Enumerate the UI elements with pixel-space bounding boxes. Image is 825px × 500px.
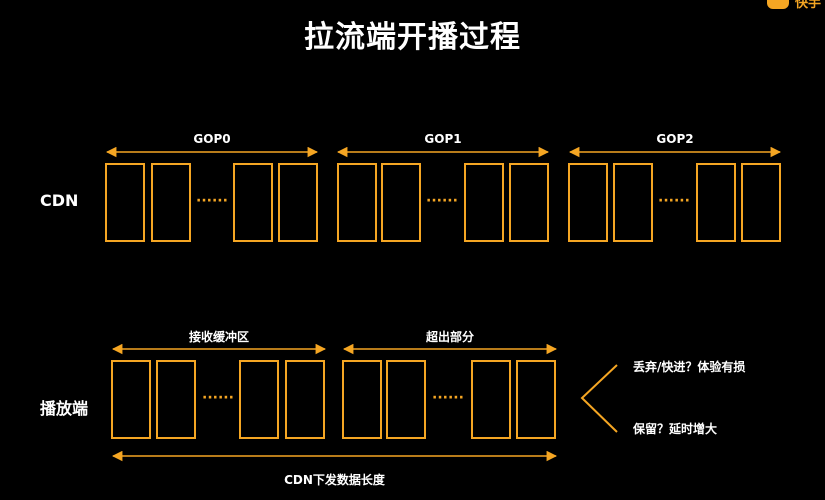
outcome-drop: 丢弃/快进？体验有损 bbox=[633, 360, 746, 374]
player-frame bbox=[342, 360, 382, 439]
gop2-label: GOP2 bbox=[656, 132, 694, 146]
player-frame bbox=[516, 360, 556, 439]
excess-ellipsis: ······ bbox=[432, 390, 464, 406]
cdn-frame bbox=[278, 163, 318, 242]
cdn-frame bbox=[233, 163, 273, 242]
player-row-label: 播放端 bbox=[40, 399, 89, 418]
cdn-frame bbox=[105, 163, 145, 242]
player-frame bbox=[156, 360, 196, 439]
cdn-frame bbox=[151, 163, 191, 242]
cdn-frame bbox=[337, 163, 377, 242]
gop2-ellipsis: ······ bbox=[658, 193, 690, 209]
buffer-ellipsis: ······ bbox=[202, 390, 234, 406]
outcome-keep: 保留？延时增大 bbox=[633, 422, 718, 436]
logo-text: 快手 bbox=[795, 0, 822, 9]
cdn-frame bbox=[568, 163, 608, 242]
cdn-frame bbox=[741, 163, 781, 242]
cdn-frame bbox=[696, 163, 736, 242]
cdn-row-label: CDN bbox=[40, 191, 79, 210]
page-title: 拉流端开播过程 bbox=[304, 20, 521, 55]
gop1-label: GOP1 bbox=[424, 132, 462, 146]
gop0-label: GOP0 bbox=[193, 132, 231, 146]
gop1-ellipsis: ······ bbox=[426, 193, 458, 209]
player-frame bbox=[239, 360, 279, 439]
cdn-frame bbox=[381, 163, 421, 242]
cdn-frame bbox=[509, 163, 549, 242]
cdn-length-label: CDN下发数据长度 bbox=[284, 473, 385, 487]
excess-label: 超出部分 bbox=[425, 330, 474, 344]
player-frame bbox=[386, 360, 426, 439]
brand-logo: 快手 bbox=[767, 0, 825, 14]
player-frame bbox=[111, 360, 151, 439]
cdn-frame bbox=[464, 163, 504, 242]
player-frame bbox=[471, 360, 511, 439]
cdn-frame bbox=[613, 163, 653, 242]
player-frame bbox=[285, 360, 325, 439]
logo-mark-icon bbox=[767, 0, 789, 9]
branch-chevron bbox=[580, 364, 618, 433]
gop0-ellipsis: ······ bbox=[196, 193, 228, 209]
buffer-label: 接收缓冲区 bbox=[188, 330, 249, 344]
